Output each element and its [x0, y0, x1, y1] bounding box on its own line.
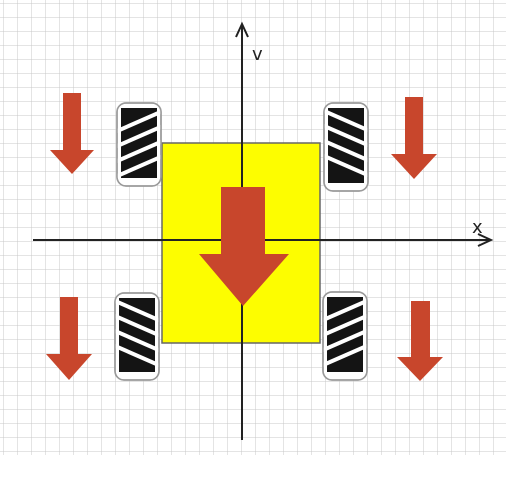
- y-axis-label: v: [252, 44, 263, 65]
- wheel-rear-left: [114, 292, 160, 381]
- x-axis-label: x: [472, 217, 483, 238]
- arrow-down-icon: [391, 97, 437, 179]
- arrow-down-icon: [397, 301, 443, 381]
- wheel-front-left: [116, 102, 162, 187]
- wheel-rear-right: [322, 291, 368, 381]
- robot-motion-arrow-down-icon: [199, 187, 289, 306]
- wheel-front-right: [323, 102, 369, 192]
- arrow-down-icon: [50, 93, 94, 174]
- arrow-down-icon: [46, 297, 92, 380]
